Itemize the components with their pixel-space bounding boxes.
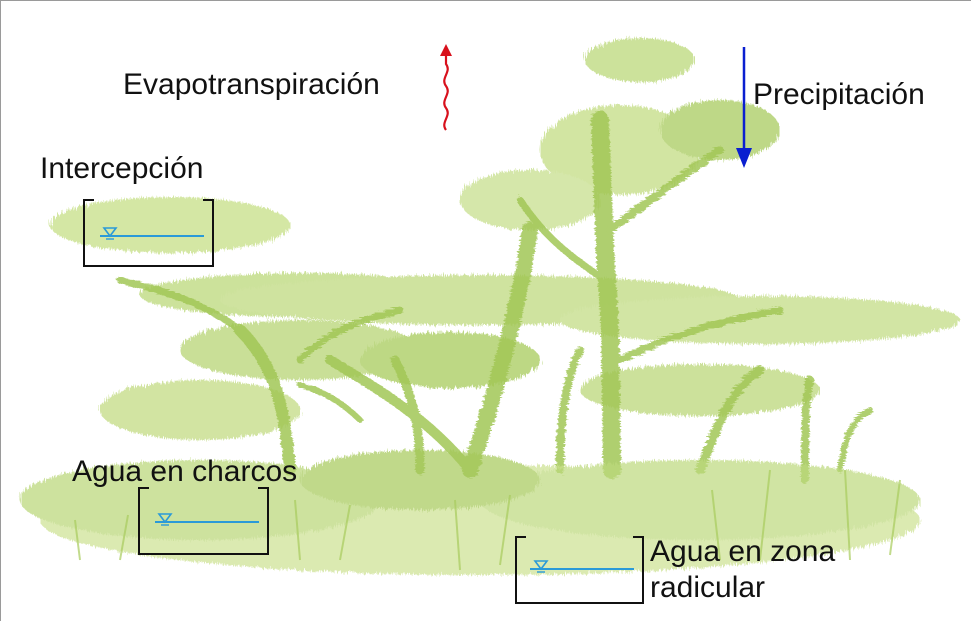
evapotranspiration-arrow-icon bbox=[440, 44, 452, 130]
root-zone-label: Agua en zona radicular bbox=[650, 534, 835, 606]
evapotranspiration-label: Evapotranspiración bbox=[123, 68, 380, 102]
root-zone-label-line1: Agua en zona bbox=[650, 534, 835, 570]
puddles-label: Agua en charcos bbox=[72, 455, 297, 489]
root-zone-label-line2: radicular bbox=[650, 570, 835, 606]
precipitation-label: Precipitación bbox=[753, 78, 925, 112]
interception-label: Intercepción bbox=[40, 152, 203, 186]
